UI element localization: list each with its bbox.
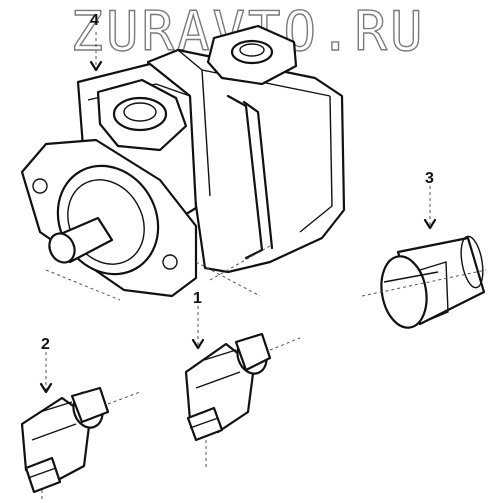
callout-1: 1	[193, 290, 202, 307]
leader-arrows	[39, 32, 437, 394]
callout-3: 3	[425, 170, 434, 187]
coupling	[361, 235, 487, 329]
pump-assembly	[20, 24, 346, 301]
elbow-fitting-2	[20, 386, 141, 500]
callout-2: 2	[41, 336, 50, 353]
callout-4: 4	[90, 12, 99, 29]
elbow-fitting-1	[184, 332, 301, 470]
